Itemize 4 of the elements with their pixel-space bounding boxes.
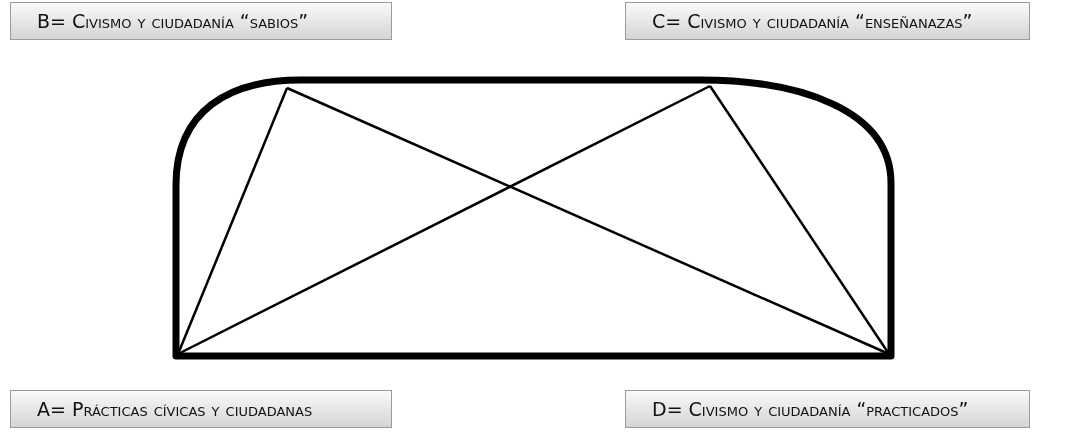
label-box: A= Prácticas cívicas y ciudadanas <box>10 390 392 428</box>
label-box: D= Civismo y ciudadanía “practicados” <box>625 390 1030 428</box>
label-box: B= Civismo y ciudadanía “sabios” <box>10 2 392 40</box>
label-box: C= Civismo y ciudadanía “enseñanazas” <box>625 2 1030 40</box>
